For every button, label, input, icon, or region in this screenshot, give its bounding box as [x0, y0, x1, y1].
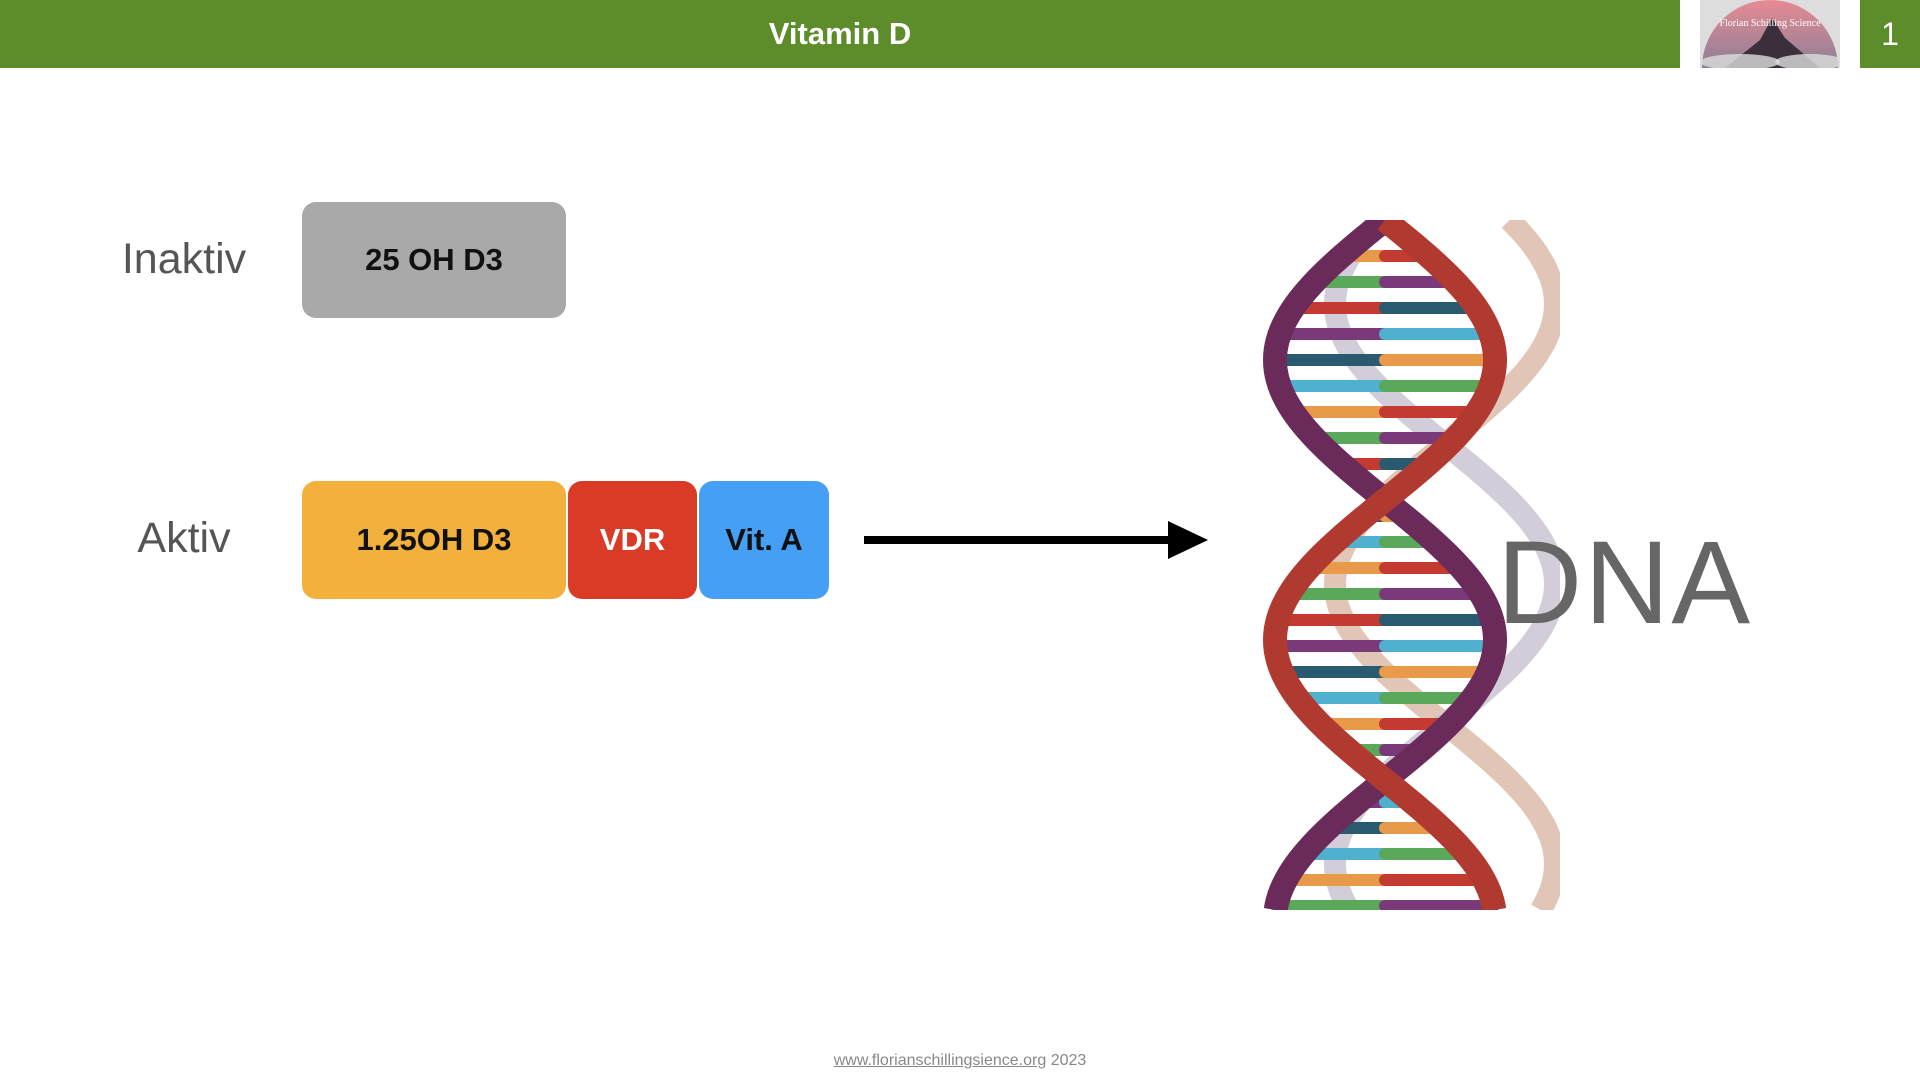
logo: Florian Schilling Science [1700, 0, 1840, 68]
footer: www.florianschillingsience.org 2023 [0, 1052, 1920, 1070]
footer-link[interactable]: www.florianschillingsience.org [833, 1052, 1047, 1069]
arrow-icon [864, 521, 1208, 559]
dna-helix-illustration [1262, 220, 1560, 910]
footer-year: 2023 [1050, 1052, 1087, 1069]
active-label: Aktiv [137, 514, 231, 562]
slide-title: Vitamin D [0, 0, 1680, 68]
helix-strand [1262, 220, 1508, 910]
dna-label: DNA [1497, 517, 1753, 649]
box-125-oh-d3: 1.25OH D3 [302, 481, 566, 599]
page-number: 1 [1860, 0, 1920, 68]
svg-text:Florian Schilling Science: Florian Schilling Science [1719, 18, 1821, 29]
helix-strand [1262, 220, 1508, 910]
box-vit-a: Vit. A [699, 481, 829, 599]
box-vdr: VDR [568, 481, 697, 599]
inactive-label: Inaktiv [121, 235, 247, 283]
box-25-oh-d3: 25 OH D3 [302, 202, 566, 318]
